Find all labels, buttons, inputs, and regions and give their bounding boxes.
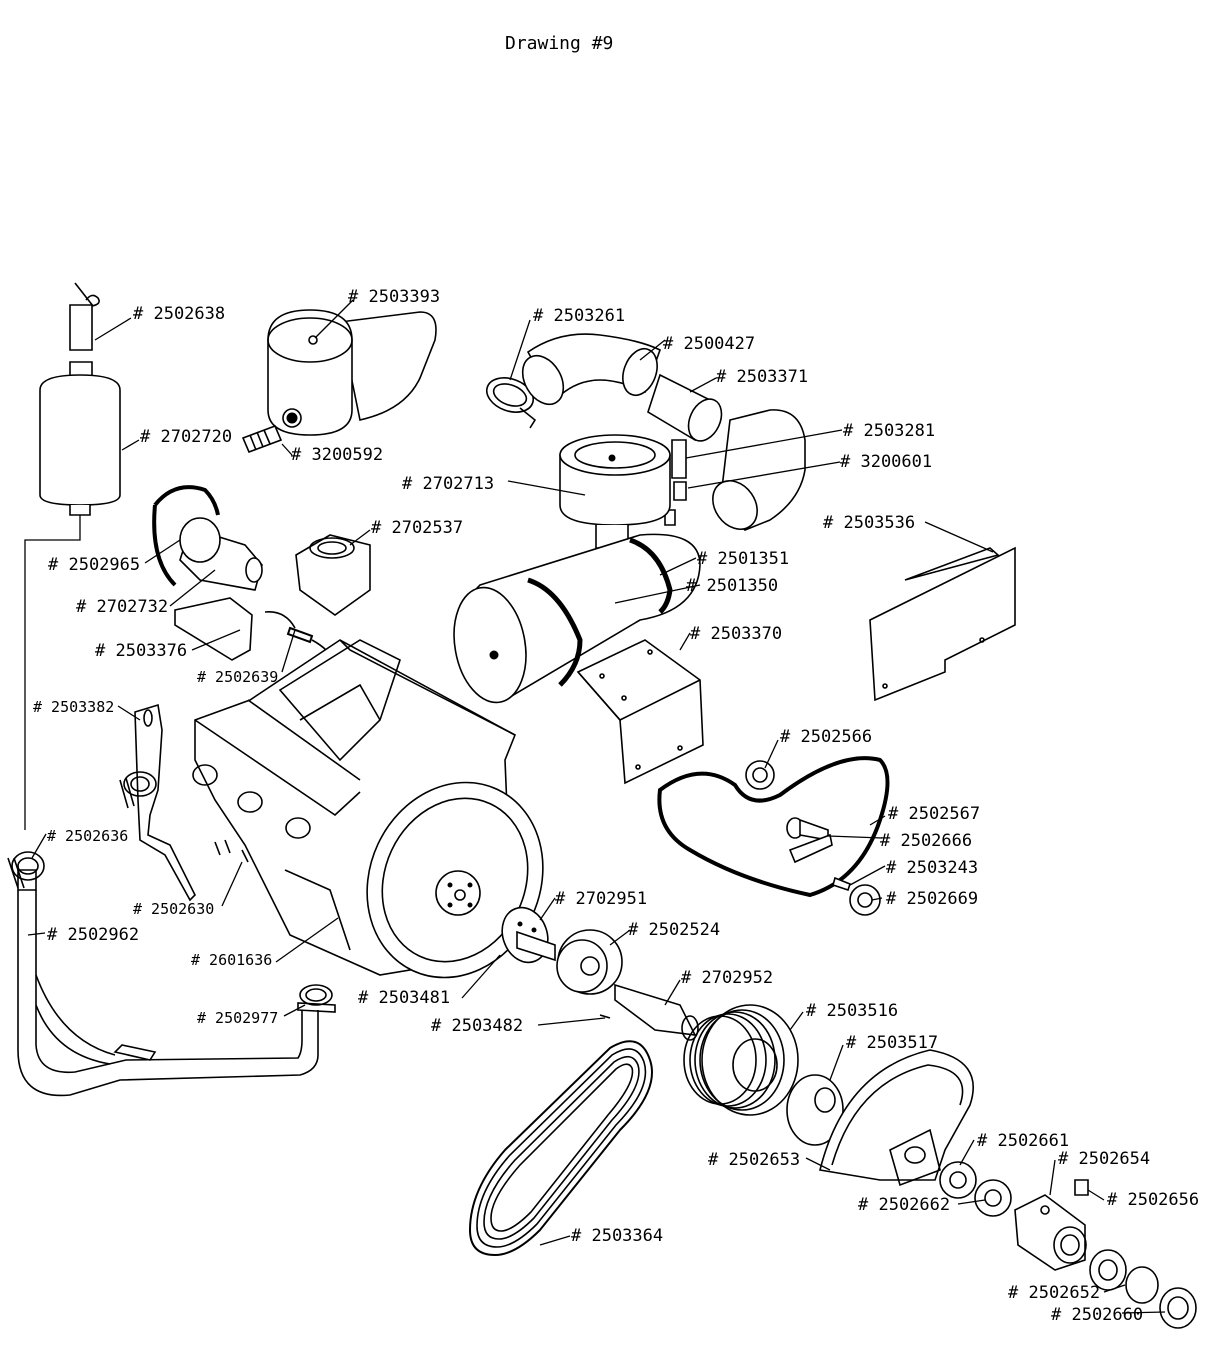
label-2502638: # 2502638 [133,304,225,324]
label-3200601: # 3200601 [840,452,932,472]
part-guard-2502653 [819,1049,974,1187]
part-engine-block [192,639,544,979]
label-2502653: # 2502653 [708,1150,800,1170]
label-2502567: # 2502567 [888,804,980,824]
part-large-elbow [712,409,806,531]
label-2500427: # 2500427 [663,334,755,354]
label-2502656: # 2502656 [1107,1190,1199,1210]
part-idler-2502566 [745,760,775,790]
part-alternator [152,485,263,661]
label-2503382: # 2503382 [33,698,114,716]
label-2502636: # 2502636 [47,827,128,845]
label-2503536: # 2503536 [823,513,915,533]
part-fitting-3200592 [241,424,283,454]
part-gasket-2502977 [299,984,333,1006]
label-2503516: # 2503516 [806,1001,898,1021]
label-2502669: # 2502669 [886,889,978,909]
part-shaft-2702952 [599,983,699,1041]
label-2503517: # 2503517 [846,1033,938,1053]
label-2503364: # 2503364 [571,1226,663,1246]
label-2502661: # 2502661 [977,1131,1069,1151]
label-2702720: # 2702720 [140,427,232,447]
label-2502566: # 2502566 [780,727,872,747]
label-2502962: # 2502962 [47,925,139,945]
label-2502630: # 2502630 [133,900,214,918]
drawing-title: Drawing #9 [505,33,613,54]
part-air-cleaner-canister [453,533,701,704]
part-bearings-2502661 [939,1161,1012,1217]
part-coupling-2702951 [501,906,556,964]
part-bracket-2503370 [576,639,704,785]
label-2601636: # 2601636 [191,951,272,969]
label-2502654: # 2502654 [1058,1149,1150,1169]
label-2503370: # 2503370 [690,624,782,644]
label-2502524: # 2502524 [628,920,720,940]
part-number-labels: # 2502638 # 2503393 # 2503261 # 2500427 … [33,287,1199,1325]
label-2702951: # 2702951 [555,889,647,909]
part-hose-clamp-2503261 [485,377,537,429]
part-muffler [24,361,121,830]
part-air-cleaner-housing [559,434,671,549]
label-2702713: # 2702713 [402,474,494,494]
label-2502977: # 2502977 [197,1009,278,1027]
label-2503376: # 2503376 [95,641,187,661]
label-2502639: # 2502639 [197,668,278,686]
label-2501351: # 2501351 [697,549,789,569]
label-2503281: # 2503281 [843,421,935,441]
label-2503393: # 2503393 [348,287,440,307]
part-idler-arm [786,817,881,916]
part-bearings-2502652 [1089,1249,1197,1329]
part-precleaner-2503393 [267,309,437,436]
part-clamp-2502636 [7,851,45,889]
label-2702732: # 2702732 [76,597,168,617]
label-2503481: # 2503481 [358,988,450,1008]
part-multi-vbelt-2503364 [468,1040,653,1257]
label-2702537: # 2702537 [371,518,463,538]
part-vbelt-2502567 [657,756,890,898]
label-2503371: # 2503371 [716,367,808,387]
part-grease-fitting-2502656 [1074,1179,1089,1196]
part-bushing-2503517 [786,1074,844,1146]
label-2702952: # 2702952 [681,968,773,988]
leader-lines [27,299,1166,1314]
label-3200592: # 3200592 [291,445,383,465]
part-fittings-2503281 [664,439,687,526]
part-bracket-2503382 [134,703,196,902]
label-2502662: # 2502662 [858,1195,950,1215]
label-2502666: # 2502666 [880,831,972,851]
part-elbow-hose-2500427 [521,333,661,406]
label-2502965: # 2502965 [48,555,140,575]
part-clip-2502630 [214,839,249,863]
part-shield-2503536 [869,546,1016,702]
label-2502660: # 2502660 [1051,1305,1143,1325]
label-2502652: # 2502652 [1008,1283,1100,1303]
label-2503243: # 2503243 [886,858,978,878]
part-mount-2702537 [295,534,371,616]
label-2503261: # 2503261 [533,306,625,326]
part-exhaust-tip [69,282,100,351]
label-2501350: # 2501350 [686,576,778,596]
part-hose-2503371 [647,373,723,442]
label-2503482: # 2503482 [431,1016,523,1036]
part-spacer-2502524 [556,929,623,995]
part-bearing-housing [1014,1194,1087,1271]
part-clamp-upper [119,771,157,809]
part-pulley-2503516 [683,1004,799,1116]
